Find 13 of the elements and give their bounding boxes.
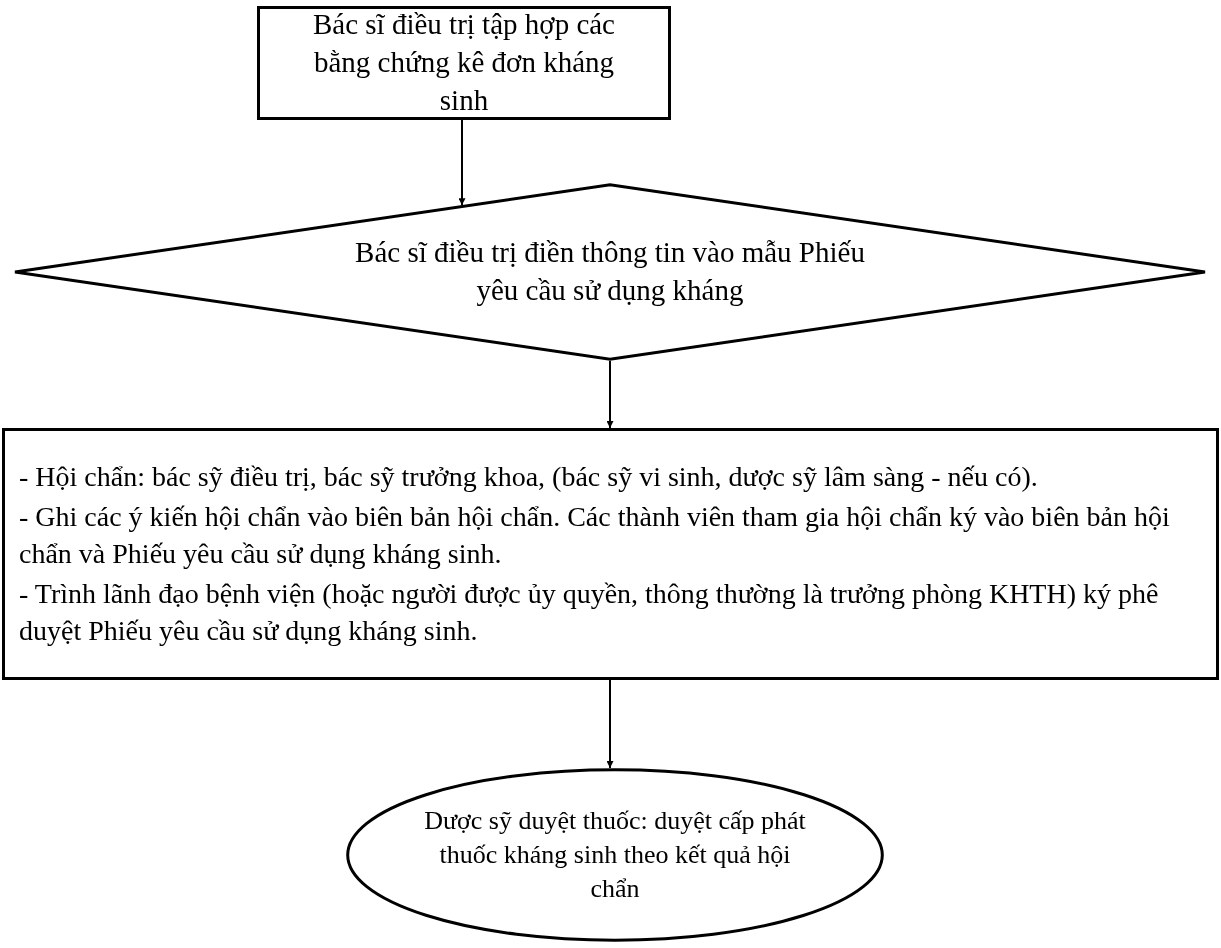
- terminal-ellipse: [345, 768, 885, 942]
- node-text: - Hội chẩn: bác sỹ điều trị, bác sỹ trưởng khoa, (bác sỹ vi sinh, dược sỹ lâm sàng - nếu có).: [19, 460, 1039, 494]
- node-text: Bác sĩ điều trị tập hợp các bằng chứng kê đơn kháng sinh: [312, 7, 616, 118]
- arrow: [458, 119, 466, 207]
- node-text: Dược sỹ duyệt thuốc: duyệt cấp phát thuốc kháng sinh theo kết quả hội chẩn: [423, 805, 807, 905]
- node-text: Bác sĩ điều trị điền thông tin vào mẫu Phiếu yêu cầu sử dụng kháng: [354, 235, 866, 308]
- process-box: [2, 428, 1219, 680]
- node-text: - Ghi các ý kiến hội chẩn vào biên bản hội chẩn. Các thành viên tham gia hội chẩn ký vào biên bản hội chẩn và Phiếu yêu cầu sử dụng kháng sinh.: [19, 500, 1171, 571]
- process-box: [257, 6, 671, 120]
- node-text: - Trình lãnh đạo bệnh viện (hoặc người được ủy quyền, thông thường là trưởng phòng KHTH) ký phê duyệt Phiếu yêu cầu sử dụng kháng sinh.: [19, 577, 1160, 648]
- decision-diamond: [15, 183, 1205, 361]
- arrow: [606, 360, 614, 429]
- arrow: [606, 679, 614, 769]
